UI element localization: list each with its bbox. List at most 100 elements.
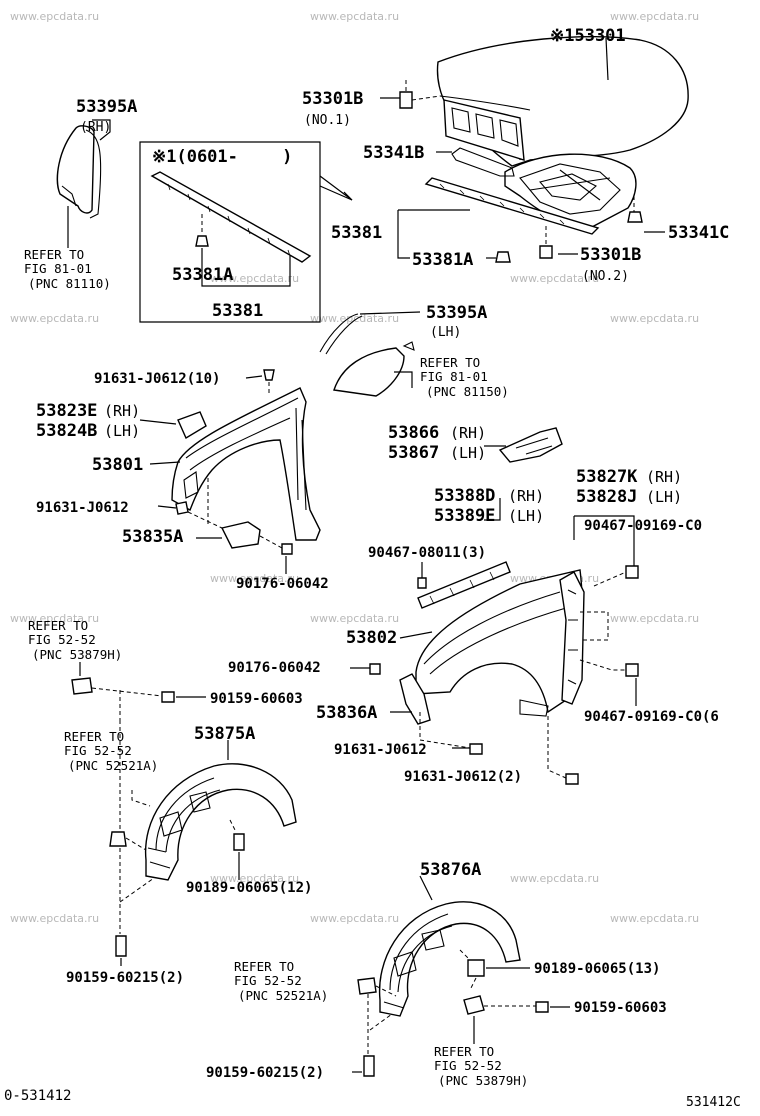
label-53802: 53802	[346, 628, 397, 648]
seal-53395a-rh	[56, 125, 95, 214]
label-53876a: 53876A	[420, 860, 481, 880]
label-no2: (NO.2)	[582, 269, 629, 284]
ref-fig-52-52-a-line1: REFER TO	[28, 618, 88, 633]
label-53301b-no2: 53301B	[580, 245, 641, 265]
seal-53827k	[559, 571, 585, 705]
label-53801: 53801	[92, 455, 143, 475]
hood-drawing	[436, 35, 689, 229]
watermark: www.epcdata.ru	[610, 10, 699, 23]
watermark: www.epcdata.ru	[210, 572, 299, 585]
clip-53879h-right	[463, 995, 485, 1015]
label-53823e: 53823E	[36, 401, 97, 421]
label-53395a-lh: 53395A	[426, 303, 487, 323]
protector-53866	[498, 427, 563, 463]
watermark: www.epcdata.ru	[310, 312, 399, 325]
screw-91631-b	[469, 743, 483, 755]
screw-91631-mid	[175, 501, 189, 515]
watermark: www.epcdata.ru	[10, 10, 99, 23]
label-lh-828: (LH)	[646, 488, 682, 506]
label-53836a: 53836A	[316, 703, 377, 723]
label-53389e: 53389E	[434, 506, 495, 526]
label-53875a: 53875A	[194, 724, 255, 744]
seal-53388d	[417, 561, 511, 609]
watermark: www.epcdata.ru	[10, 912, 99, 925]
label-90159-60215-b: 90159-60215(2)	[206, 1065, 324, 1081]
ref-fig-52-52-c-line2: FIG 52-52	[234, 973, 302, 988]
screw-91631-top	[263, 369, 275, 381]
nut-90176-b	[369, 663, 381, 675]
hood-seal-clip-53341c	[627, 211, 643, 223]
clip-90467-top	[625, 565, 639, 579]
label-rh-388: (RH)	[508, 487, 544, 505]
label-rh: (RH)	[80, 120, 111, 135]
hood-cushion-no2	[539, 245, 553, 259]
bracket-53823e	[177, 411, 207, 440]
watermark: www.epcdata.ru	[210, 872, 299, 885]
watermark: www.epcdata.ru	[210, 272, 299, 285]
ref-fig-81-01-b-line1: REFER TO	[420, 355, 480, 370]
label-90159-60603-a: 90159-60603	[210, 691, 303, 707]
nut-90176-a	[281, 543, 293, 555]
label-53341b: 53341B	[363, 143, 424, 163]
clip-90467-08011	[417, 577, 427, 589]
label-rh-823: (RH)	[104, 402, 140, 420]
watermark: www.epcdata.ru	[510, 272, 599, 285]
clip-90159-60603-a	[161, 691, 175, 703]
footer-right-code: 531412C	[686, 1095, 741, 1110]
label-91631-a: 91631-J0612	[36, 500, 129, 516]
label-90467-top: 90467-09169-C0	[584, 518, 702, 534]
label-53381-inset: 53381	[212, 301, 263, 321]
label-90189-12: 90189-06065(12)	[186, 880, 312, 896]
ref-fig-81-01-line1: REFER TO	[24, 247, 84, 262]
liner-53876a	[378, 901, 521, 1017]
label-90159-60603-b: 90159-60603	[574, 1000, 667, 1016]
label-90176-b: 90176-06042	[228, 660, 321, 676]
label-lh-389: (LH)	[508, 507, 544, 525]
label-90467-08011: 90467-08011(3)	[368, 545, 486, 561]
watermark: www.epcdata.ru	[310, 612, 399, 625]
clip-53381a	[495, 251, 511, 263]
clip-52521a-right	[357, 977, 377, 995]
screw-91631-2	[565, 773, 579, 785]
ref-fig-52-52-c-line3: (PNC 52521A)	[238, 988, 328, 1003]
label-53827k: 53827K	[576, 467, 638, 487]
label-90176-a: 90176-06042	[236, 576, 329, 592]
label-53867: 53867	[388, 443, 439, 463]
ref-fig-52-52-b-line1: REFER TO	[64, 729, 124, 744]
label-no1: (NO.1)	[304, 113, 351, 128]
label-153301: ※153301	[550, 26, 626, 46]
inset-title: ※1(0601- )	[152, 147, 292, 167]
bracket-53835a	[220, 521, 261, 549]
label-53341c: 53341C	[668, 223, 729, 243]
watermark: www.epcdata.ru	[610, 912, 699, 925]
watermark: www.epcdata.ru	[610, 612, 699, 625]
label-90467-bot: 90467-09169-C0(6	[584, 709, 719, 725]
ref-fig-52-52-c-line1: REFER TO	[234, 959, 294, 974]
clip-52521a-left	[109, 831, 127, 847]
screw-90159-60215-b	[363, 1055, 375, 1077]
fender-53801	[171, 387, 321, 541]
ref-fig-52-52-d-line3: (PNC 53879H)	[438, 1073, 528, 1088]
watermark: www.epcdata.ru	[10, 612, 99, 625]
ref-fig-81-01-b-line3: (PNC 81150)	[426, 384, 509, 399]
label-53866: 53866	[388, 423, 439, 443]
label-lh-824: (LH)	[104, 422, 140, 440]
label-53824b: 53824B	[36, 421, 97, 441]
ref-fig-52-52-a-line3: (PNC 53879H)	[32, 647, 122, 662]
label-53835a: 53835A	[122, 527, 183, 547]
watermark: www.epcdata.ru	[310, 912, 399, 925]
seal-53395a-lh	[333, 347, 405, 397]
label-rh-827: (RH)	[646, 468, 682, 486]
label-91631-10: 91631-J0612(10)	[94, 371, 220, 387]
label-lh-867: (LH)	[450, 444, 486, 462]
ref-fig-52-52-d-line1: REFER TO	[434, 1044, 494, 1059]
label-53388d: 53388D	[434, 486, 495, 506]
label-53395a-rh: 53395A	[76, 97, 137, 117]
ref-fig-81-01-line2: FIG 81-01	[24, 261, 92, 276]
hood-rear-seal-53381	[424, 177, 600, 235]
label-53381-main: 53381	[331, 223, 382, 243]
watermarks: www.epcdata.ru www.epcdata.ru www.epcdat…	[10, 10, 699, 925]
watermark: www.epcdata.ru	[310, 10, 399, 23]
label-lh: (LH)	[430, 325, 461, 340]
